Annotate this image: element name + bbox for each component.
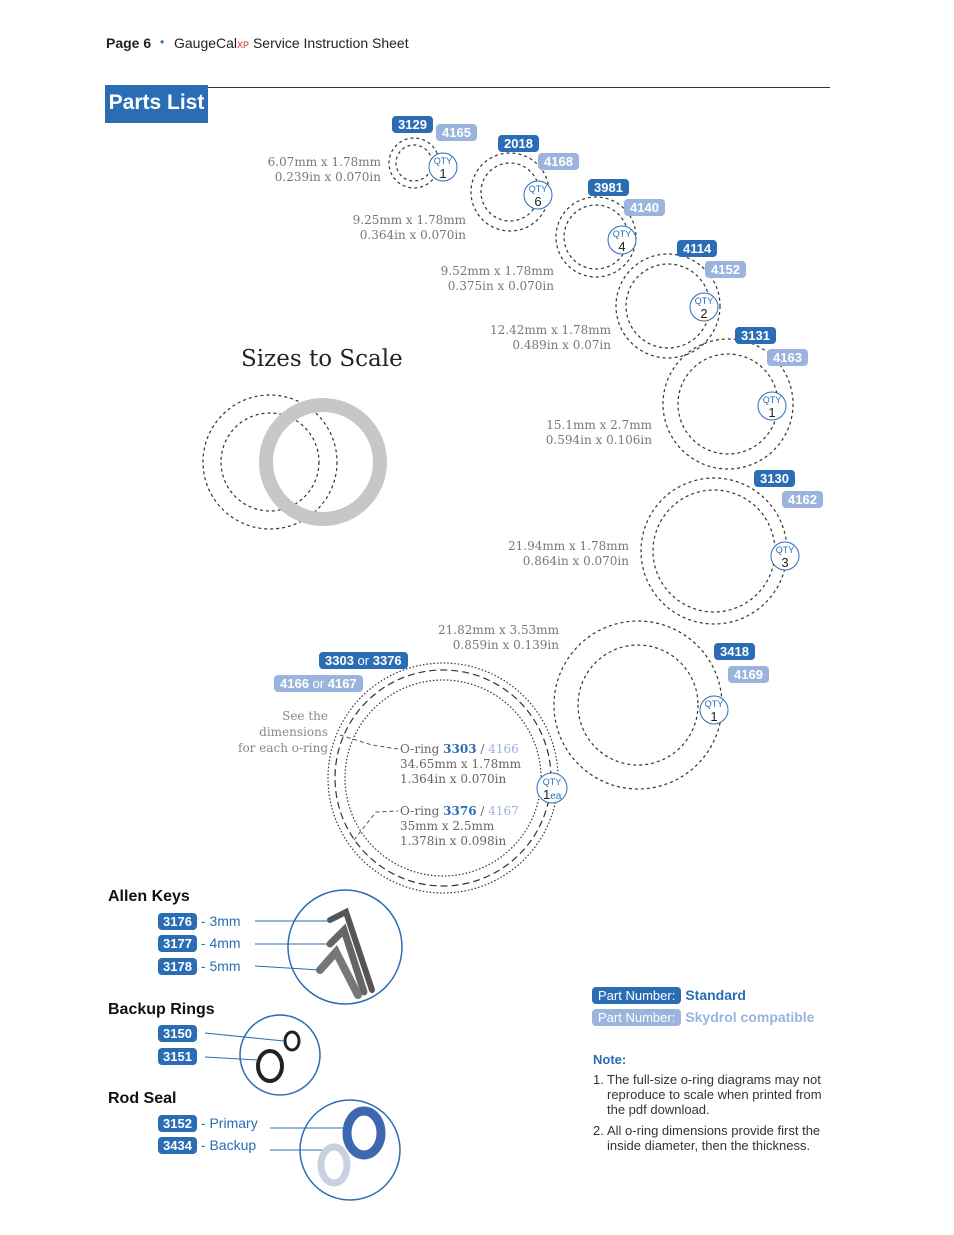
part-3130: 3130 xyxy=(754,470,795,487)
qty-label-3131: QTY xyxy=(762,395,782,405)
backup-ring-small xyxy=(283,1030,301,1052)
scale-solid-ring xyxy=(259,398,387,526)
leader-3151 xyxy=(204,1056,259,1061)
callout-oring-3376: O-ring 3376 / 4167 35mm x 2.5mm 1.378in … xyxy=(400,804,519,848)
part-4165: 4165 xyxy=(436,124,477,141)
part-4166-or-4167: 4166 or 4167 xyxy=(274,675,363,692)
header-rule xyxy=(106,87,830,88)
allen-key-3176-row: 3176- 3mm xyxy=(158,913,241,930)
qty-circle-2018 xyxy=(523,180,553,210)
allen-key-4mm xyxy=(326,923,368,996)
allen-key-3178-row: 3178- 5mm xyxy=(158,958,241,975)
document-subtitle: Service Instruction Sheet xyxy=(252,35,409,51)
note-heading: Note: xyxy=(593,1052,627,1067)
rod-seal-heading: Rod Seal xyxy=(108,1090,177,1107)
qty-label-4114: QTY xyxy=(694,296,714,306)
legend-standard: Part Number:Standard xyxy=(592,987,746,1004)
part-4162: 4162 xyxy=(782,491,823,508)
oring-3418-outer xyxy=(553,620,723,790)
brand-suffix: XP xyxy=(237,40,250,50)
qty-value-2018: 6 xyxy=(534,194,542,209)
callout-oring-3303: O-ring 3303 / 4166 34.65mm x 1.78mm 1.36… xyxy=(400,742,521,786)
qty-circle-3981 xyxy=(607,225,637,255)
part-4163: 4163 xyxy=(767,349,808,366)
legend-skydrol: Part Number:Skydrol compatible xyxy=(592,1009,814,1026)
oring-4114-outer xyxy=(615,253,721,359)
leader-3178 xyxy=(254,965,321,971)
qty-circle-4114 xyxy=(689,292,719,322)
brand-name: GaugeCal xyxy=(174,35,238,51)
part-3131: 3131 xyxy=(735,327,776,344)
qty-label-3130: QTY xyxy=(775,545,795,555)
part-3303-or-3376: 3303 or 3376 xyxy=(319,652,408,669)
scale-oring-outer xyxy=(202,394,338,530)
qty-circle-3130 xyxy=(770,541,800,571)
allen-keys-circle xyxy=(287,889,403,1005)
qty-value-4114: 2 xyxy=(700,306,708,321)
qty-label-3418: QTY xyxy=(704,699,724,709)
qty-label-2018: QTY xyxy=(528,184,548,194)
rod-seal-primary xyxy=(342,1106,386,1160)
qty-value-3418: 1 xyxy=(710,709,718,724)
qty-label-3129: QTY xyxy=(433,156,453,166)
qty-circle-large xyxy=(536,772,568,804)
page-number: Page 6 xyxy=(106,35,152,51)
oring-3131-outer xyxy=(662,338,794,470)
oring-3418-inner xyxy=(577,644,699,766)
qty-label-3981: QTY xyxy=(612,229,632,239)
backup-ring-large xyxy=(256,1049,284,1083)
note-item: 2.All o-ring dimensions provide first th… xyxy=(593,1123,821,1153)
qty-circle-3418 xyxy=(699,695,729,725)
qty-value-3130: 3 xyxy=(781,555,789,570)
part-3129: 3129 xyxy=(392,116,433,133)
part-4168: 4168 xyxy=(538,153,579,170)
scale-oring-inner xyxy=(220,412,320,512)
allen-key-3177-row: 3177- 4mm xyxy=(158,935,241,952)
qty-circle-3129 xyxy=(428,152,458,182)
qty-circle-3131 xyxy=(757,391,787,421)
section-title: Parts List xyxy=(105,85,208,123)
note-item: 1.The full-size o-ring diagrams may not … xyxy=(593,1072,822,1117)
part-4114: 4114 xyxy=(677,240,718,257)
note-list: 1.The full-size o-ring diagrams may not … xyxy=(593,1072,833,1159)
part-3981: 3981 xyxy=(588,179,629,196)
backup-ring-3151-row: 3151 xyxy=(158,1048,201,1065)
allen-key-3mm xyxy=(327,907,375,993)
qty-value-3131: 1 xyxy=(768,405,776,420)
rod-seal-backup xyxy=(317,1143,351,1187)
part-4140: 4140 xyxy=(624,199,665,216)
callout-line-2 xyxy=(353,810,399,841)
backup-ring-3150-row: 3150 xyxy=(158,1025,201,1042)
oring-3130-inner xyxy=(652,489,776,613)
oring-3130-outer xyxy=(640,477,788,625)
qty-value-large: 1ea xyxy=(543,787,562,802)
qty-value-3981: 4 xyxy=(618,239,626,254)
document-title: GaugeCalXP Service Instruction Sheet xyxy=(174,35,409,51)
backup-rings-heading: Backup Rings xyxy=(108,1001,215,1018)
allen-key-5mm xyxy=(316,944,362,999)
allen-keys-heading: Allen Keys xyxy=(108,888,190,905)
part-4169: 4169 xyxy=(728,666,769,683)
leader-3150 xyxy=(204,1032,285,1042)
part-2018: 2018 xyxy=(498,135,539,152)
part-4152: 4152 xyxy=(705,261,746,278)
header-bullet: • xyxy=(160,35,165,49)
callout-line-1 xyxy=(339,734,399,750)
qty-label-large: QTY xyxy=(542,777,562,787)
qty-value-3129: 1 xyxy=(439,166,447,181)
part-3418: 3418 xyxy=(714,643,755,660)
rod-seal-3434-row: 3434- Backup xyxy=(158,1137,256,1154)
sizes-to-scale-title: Sizes to Scale xyxy=(241,346,403,372)
oring-3129-inner xyxy=(395,144,433,182)
rod-seal-3152-row: 3152- Primary xyxy=(158,1115,258,1132)
